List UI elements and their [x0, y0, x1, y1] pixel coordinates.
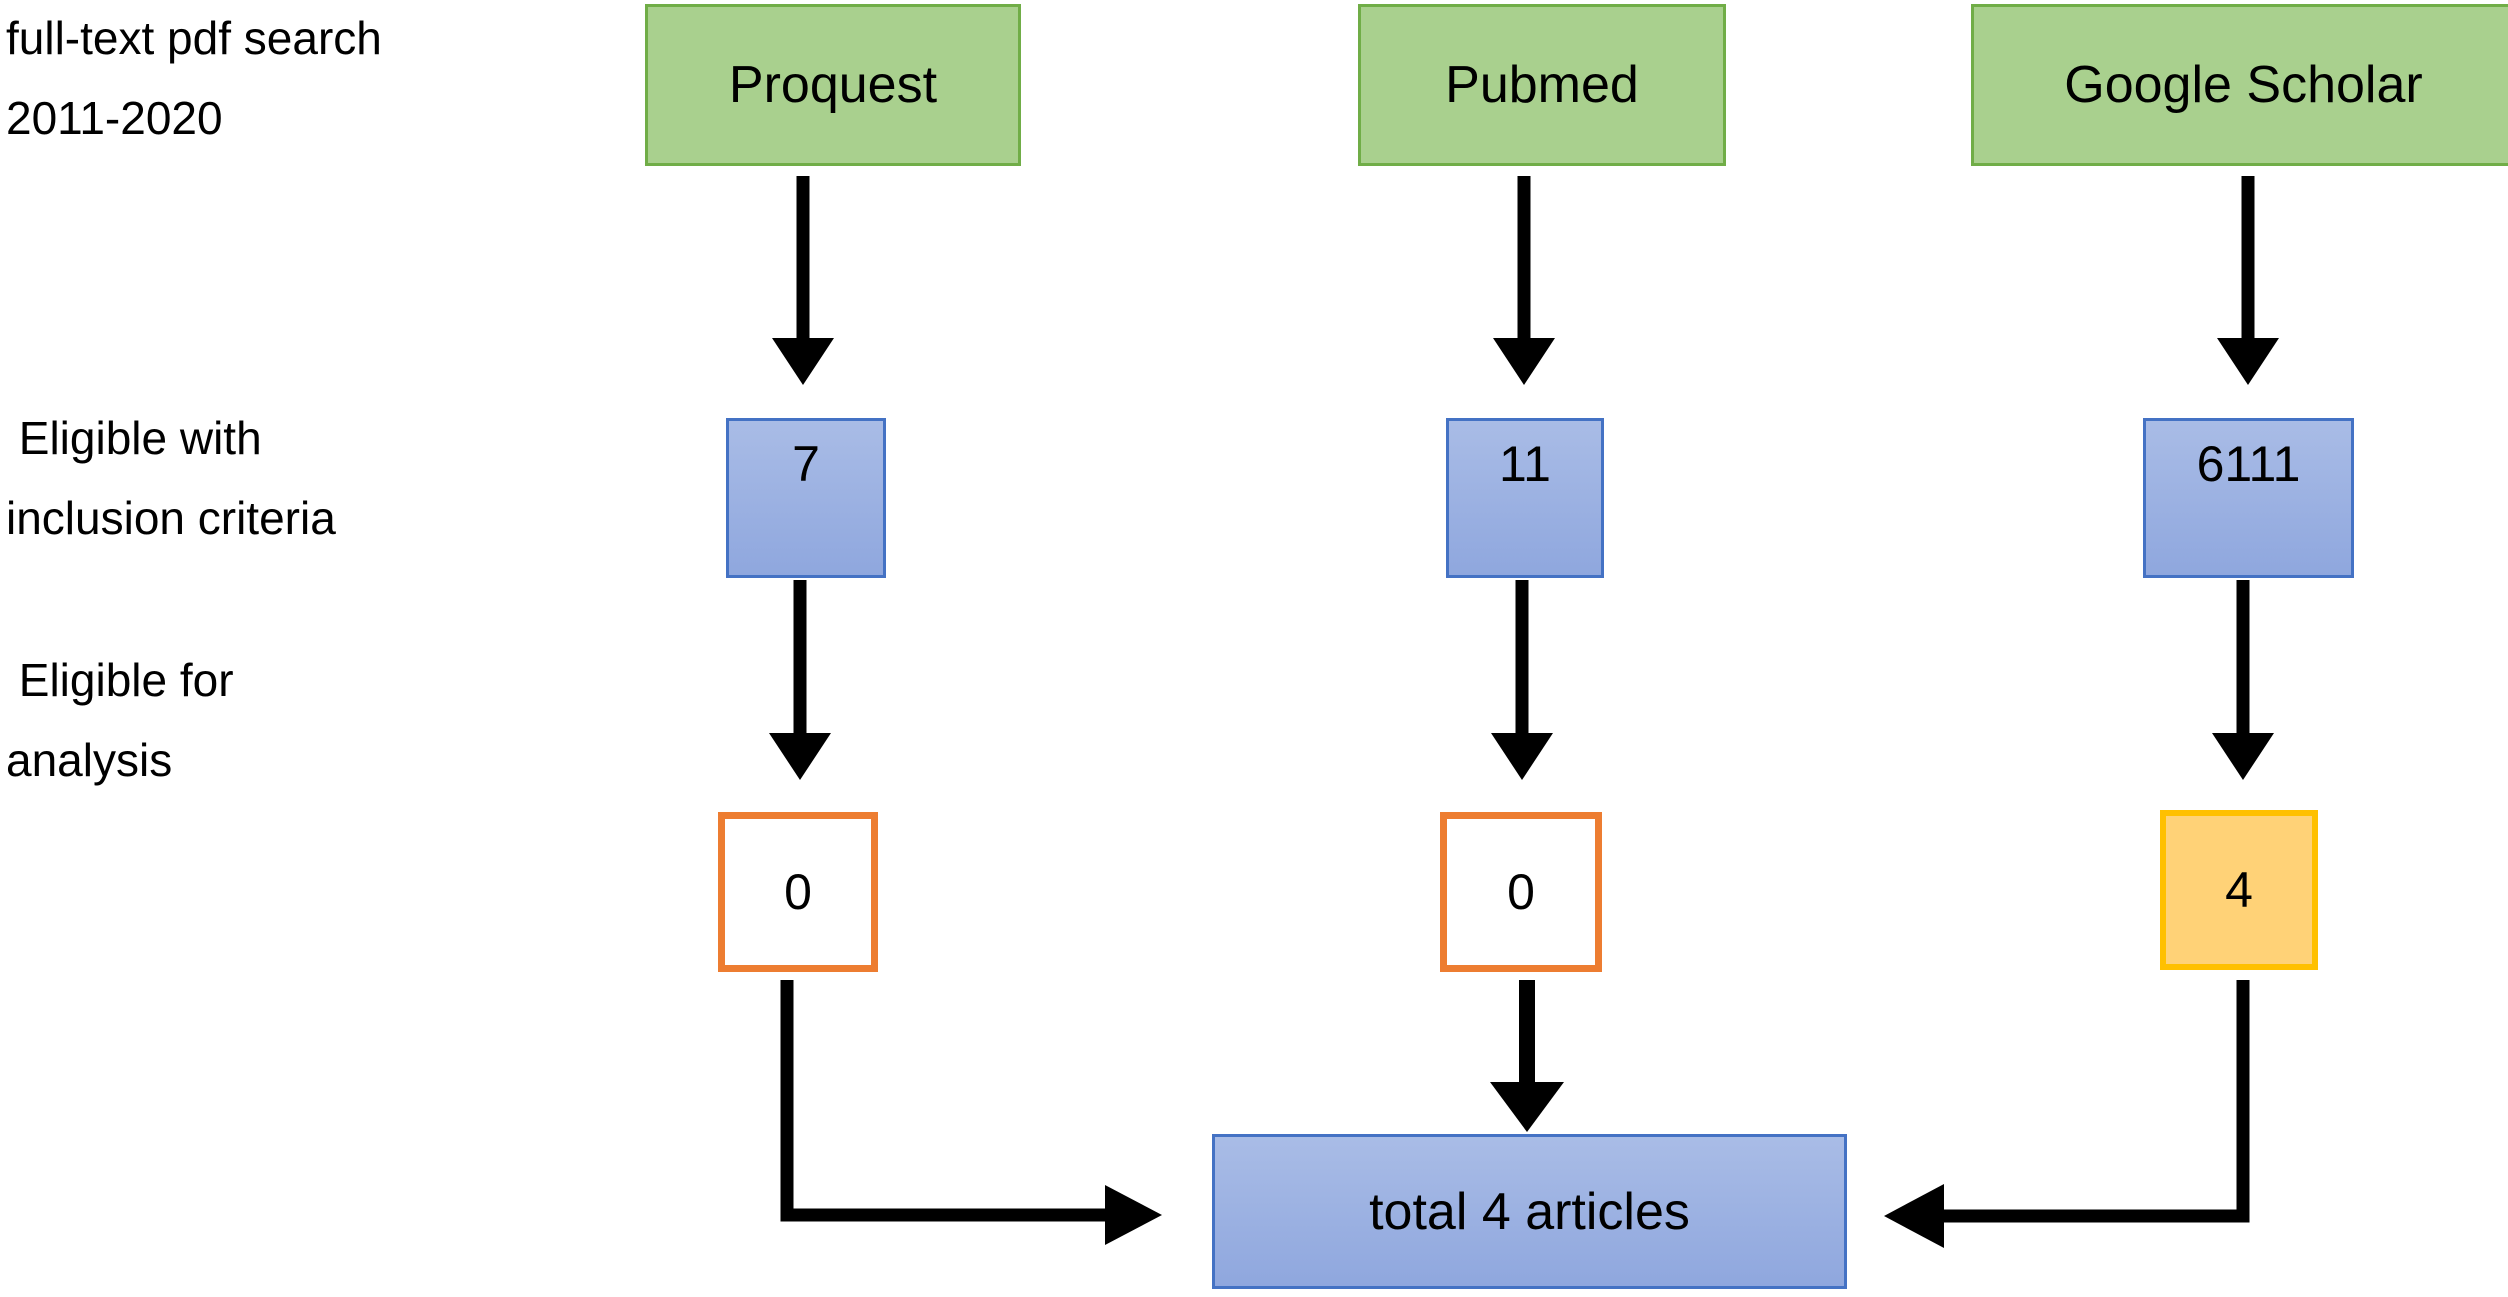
- arrow-pubmed-count-to-analysis: [1491, 580, 1553, 780]
- arrow-proquest-analysis-to-total: [780, 980, 1162, 1245]
- stage-label-analysis-line1: Eligible for: [6, 654, 234, 706]
- stage-label-search-line1: full-text pdf search: [6, 12, 382, 64]
- stage-label-search-line2: 2011-2020: [6, 92, 223, 144]
- arrow-google-scholar-source-to-count: [2217, 176, 2279, 385]
- analysis-box-pubmed[interactable]: 0: [1440, 812, 1602, 972]
- arrow-proquest-source-to-count: [772, 176, 834, 385]
- source-box-google-scholar[interactable]: Google Scholar: [1971, 4, 2508, 166]
- stage-label-analysis-line2: analysis: [6, 734, 173, 786]
- arrow-pubmed-analysis-to-total: [1490, 980, 1564, 1132]
- arrow-google-scholar-analysis-to-total: [1884, 980, 2250, 1248]
- count-box-pubmed[interactable]: 11: [1446, 418, 1604, 578]
- stage-label-inclusion-line1: Eligible with: [6, 412, 262, 464]
- source-box-proquest[interactable]: Proquest: [645, 4, 1021, 166]
- analysis-box-proquest[interactable]: 0: [718, 812, 878, 972]
- count-box-google-scholar[interactable]: 6111: [2143, 418, 2354, 578]
- arrow-pubmed-source-to-count: [1493, 176, 1555, 385]
- stage-label-inclusion-line2: inclusion criteria: [6, 492, 336, 544]
- total-articles-box[interactable]: total 4 articles: [1212, 1134, 1847, 1289]
- arrow-google-scholar-count-to-analysis: [2212, 580, 2274, 780]
- arrow-proquest-count-to-analysis: [769, 580, 831, 780]
- analysis-box-google-scholar[interactable]: 4: [2160, 810, 2318, 970]
- source-box-pubmed[interactable]: Pubmed: [1358, 4, 1726, 166]
- count-box-proquest[interactable]: 7: [726, 418, 886, 578]
